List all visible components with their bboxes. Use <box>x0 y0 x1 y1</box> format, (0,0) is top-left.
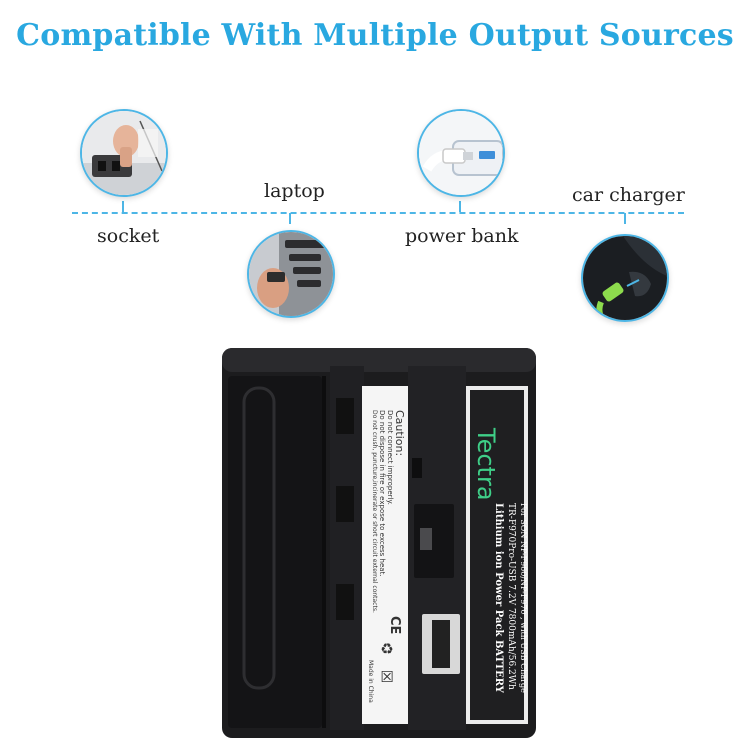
source-label-laptop: laptop <box>264 180 325 202</box>
bin-crossed-icon: ☒ <box>380 668 394 686</box>
socket-plug-icon <box>80 109 168 197</box>
timeline-tick <box>459 201 461 212</box>
source-timeline <box>72 212 684 214</box>
source-label-power-bank: power bank <box>405 225 519 247</box>
caution-title: Caution: <box>393 410 406 457</box>
battery-model-line: TR-F970Pro-USB 7.2V 7800mAh/56.2Wh <box>506 503 516 690</box>
timeline-tick <box>624 213 626 224</box>
source-label-car-charger: car charger <box>572 184 685 206</box>
battery-product: Tectra Lithium ion Power Pack BATTERY TR… <box>218 338 540 740</box>
page-title: Compatible With Multiple Output Sources <box>16 18 734 53</box>
car-charger-icon <box>581 234 669 322</box>
laptop-port-icon <box>247 230 335 318</box>
caution-line-1: Do not connect improperly. <box>386 410 394 505</box>
recycle-icon: ♻ <box>380 640 394 658</box>
timeline-tick <box>289 213 291 224</box>
battery-brand: Tectra <box>472 428 500 501</box>
power-bank-icon <box>417 109 505 197</box>
timeline-tick <box>122 201 124 212</box>
battery-compat-line: For SON NP-F960/NP-F970 , with USB Charg… <box>519 503 528 693</box>
source-label-socket: socket <box>97 225 160 247</box>
caution-line-3: Do not crush, puncture,incinerate or sho… <box>371 410 378 613</box>
ce-mark: CE <box>387 616 402 635</box>
battery-product-line: Lithium ion Power Pack BATTERY <box>493 503 504 693</box>
made-in-label: Made in China <box>367 660 374 703</box>
caution-line-2: Do not dispose in fire or expose to exce… <box>378 410 386 577</box>
